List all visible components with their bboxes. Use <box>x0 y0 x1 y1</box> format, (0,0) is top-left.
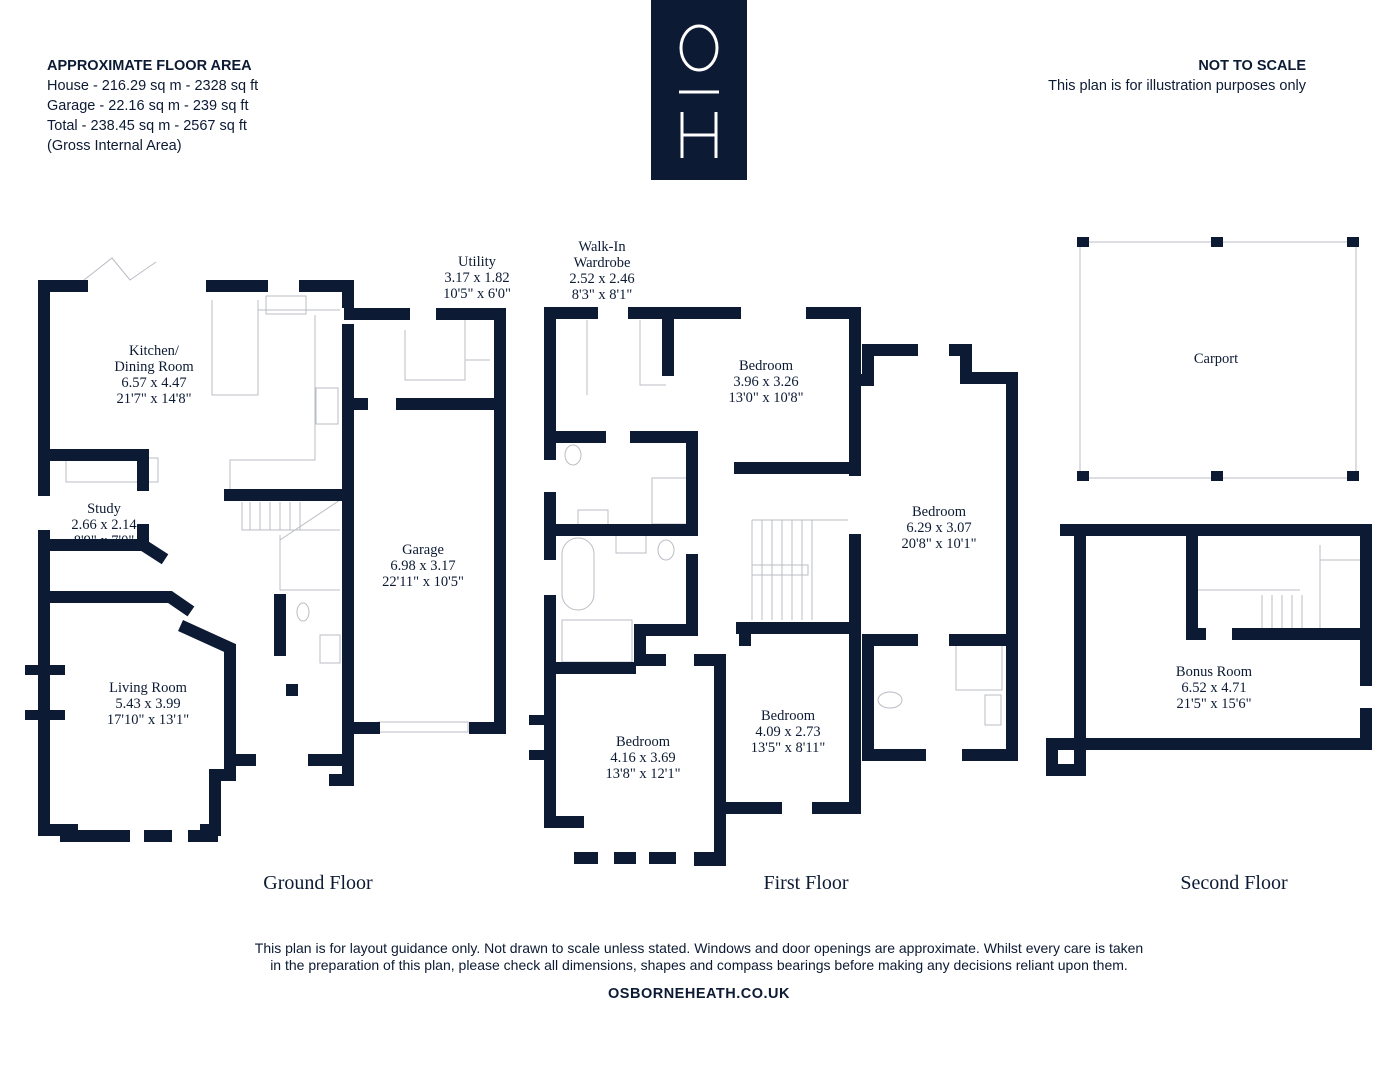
brand-logo <box>651 0 747 180</box>
room-name: Bedroom <box>761 708 815 724</box>
room-carport: Carport <box>1194 351 1238 367</box>
room-name: Living Room <box>109 680 187 696</box>
website-link[interactable]: OSBORNEHEATH.CO.UK <box>608 986 790 1002</box>
room-garage: Garage 6.98 x 3.17 22'11" x 10'5" <box>382 542 464 590</box>
disclaimer-line: in the preparation of this plan, please … <box>270 957 1128 973</box>
floor-label-first: First Floor <box>763 872 849 894</box>
floor-area-garage: Garage - 22.16 sq m - 239 sq ft <box>47 98 249 114</box>
floor-area-note: (Gross Internal Area) <box>47 138 182 154</box>
room-name: Kitchen/ <box>129 343 179 359</box>
room-name: Wardrobe <box>573 255 631 271</box>
floor-label-ground: Ground Floor <box>263 872 373 894</box>
room-metric: 6.57 x 4.47 <box>121 375 187 391</box>
walls <box>25 237 1372 866</box>
floor-area-house: House - 216.29 sq m - 2328 sq ft <box>47 78 259 94</box>
room-metric: 4.09 x 2.73 <box>755 724 821 740</box>
room-metric: 6.52 x 4.71 <box>1181 680 1247 696</box>
room-name: Dining Room <box>114 359 194 375</box>
not-to-scale-title: NOT TO SCALE <box>1198 58 1306 74</box>
fixtures <box>65 241 1360 733</box>
room-imperial: 13'5" x 8'11" <box>750 740 826 756</box>
room-bedroom-3: Bedroom 4.09 x 2.73 13'5" x 8'11" <box>751 708 826 756</box>
room-imperial: 13'8" x 12'1" <box>605 766 681 782</box>
scale-note: NOT TO SCALE This plan is for illustrati… <box>1048 56 1306 96</box>
room-metric: 2.66 x 2.14 <box>71 517 137 533</box>
room-name: Bedroom <box>912 504 966 520</box>
room-metric: 3.96 x 3.26 <box>733 374 799 390</box>
room-bedroom-4: Bedroom 4.16 x 3.69 13'8" x 12'1" <box>605 734 680 782</box>
room-imperial: 13'0" x 10'8" <box>728 390 804 406</box>
room-kitchen-dining: Kitchen/ Dining Room 6.57 x 4.47 21'7" x… <box>114 343 193 407</box>
room-bedroom-2: Bedroom 6.29 x 3.07 20'8" x 10'1" <box>901 504 976 552</box>
room-imperial: 21'7" x 14'8" <box>116 391 192 407</box>
disclaimer-line: This plan is for layout guidance only. N… <box>254 940 1144 956</box>
floor-area-total: Total - 238.45 sq m - 2567 sq ft <box>47 118 247 134</box>
room-name: Walk-In <box>578 239 626 255</box>
room-living: Living Room 5.43 x 3.99 17'10" x 13'1" <box>107 680 189 728</box>
room-metric: 2.52 x 2.46 <box>569 271 635 287</box>
room-metric: 3.17 x 1.82 <box>444 270 510 286</box>
room-metric: 6.29 x 3.07 <box>906 520 972 536</box>
room-imperial: 21'5" x 15'6" <box>1176 696 1252 712</box>
floor-area-info: APPROXIMATE FLOOR AREA House - 216.29 sq… <box>47 56 258 156</box>
room-bonus: Bonus Room 6.52 x 4.71 21'5" x 15'6" <box>1176 664 1252 712</box>
room-name: Carport <box>1193 351 1239 367</box>
room-name: Garage <box>402 542 444 558</box>
room-name: Utility <box>458 254 496 270</box>
room-imperial: 17'10" x 13'1" <box>106 712 190 728</box>
room-imperial: 22'11" x 10'5" <box>382 574 464 590</box>
room-metric: 4.16 x 3.69 <box>610 750 676 766</box>
room-metric: 6.98 x 3.17 <box>390 558 456 574</box>
room-utility: Utility 3.17 x 1.82 10'5" x 6'0" <box>443 254 511 302</box>
room-imperial: 8'3" x 8'1" <box>571 287 633 303</box>
room-name: Bedroom <box>616 734 670 750</box>
room-bedroom-1: Bedroom 3.96 x 3.26 13'0" x 10'8" <box>728 358 803 406</box>
room-metric: 5.43 x 3.99 <box>115 696 181 712</box>
room-name: Bedroom <box>739 358 793 374</box>
room-study: Study 2.66 x 2.14 8'9" x 7'0" <box>71 501 136 549</box>
room-imperial: 20'8" x 10'1" <box>901 536 977 552</box>
scale-note-text: This plan is for illustration purposes o… <box>1048 78 1306 94</box>
room-imperial: 8'9" x 7'0" <box>73 533 135 549</box>
room-name: Study <box>87 501 121 517</box>
room-walk-in-wardrobe: Walk-In Wardrobe 2.52 x 2.46 8'3" x 8'1" <box>569 239 634 303</box>
floor-area-title: APPROXIMATE FLOOR AREA <box>47 58 252 74</box>
floor-label-second: Second Floor <box>1180 872 1288 894</box>
disclaimer: This plan is for layout guidance only. N… <box>0 940 1398 974</box>
room-name: Bonus Room <box>1175 664 1253 680</box>
room-imperial: 10'5" x 6'0" <box>443 286 511 302</box>
